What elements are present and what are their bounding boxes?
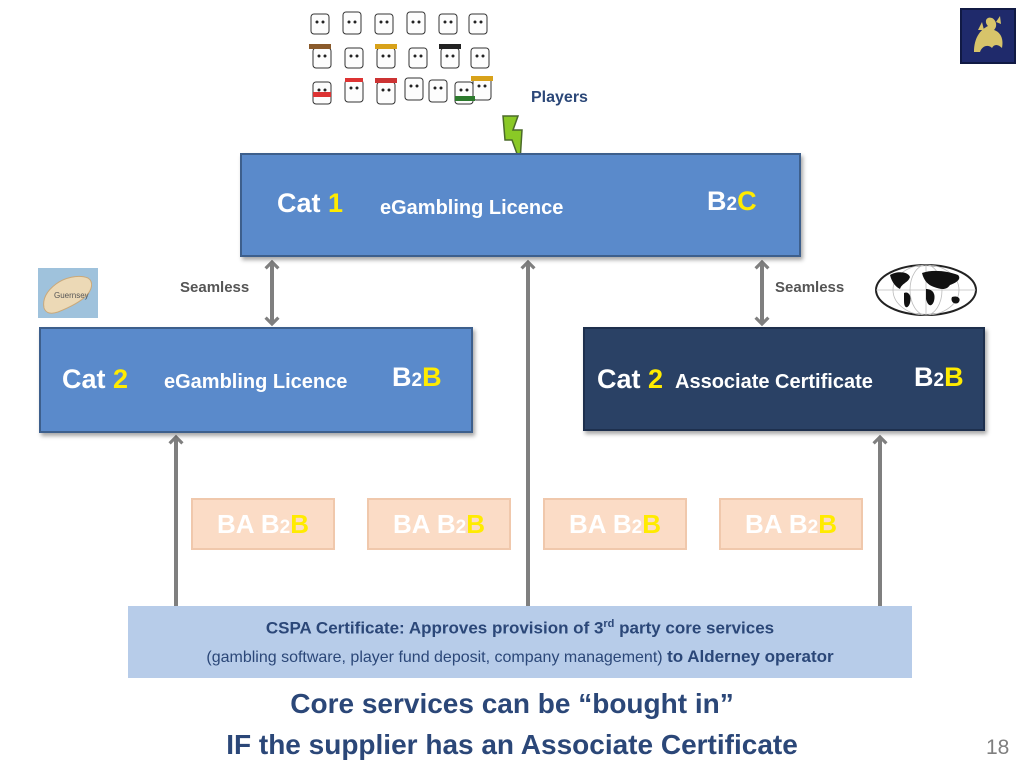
guernsey-map-image: Guernsey (38, 268, 98, 318)
cspa-line2: (gambling software, player fund deposit,… (206, 647, 834, 666)
cspa-line1: CSPA Certificate: Approves provision of … (265, 618, 775, 638)
ba-b2b-box-2: BA B2B (367, 498, 511, 550)
world-map-image (875, 264, 977, 316)
seamless-left-label: Seamless (180, 279, 250, 296)
associate-b2b-label: B2B (914, 362, 964, 392)
associate-certificate-label: Associate Certificate (675, 371, 873, 393)
seamless-right-label: Seamless (775, 279, 845, 296)
ba-b2b-box-1: BA B2B (191, 498, 335, 550)
cat1-licence-label: eGambling Licence (380, 197, 564, 219)
guernsey-map-label: Guernsey (54, 291, 89, 300)
cat2-licence-label: eGambling Licence (164, 371, 348, 393)
page-number: 18 (986, 736, 1010, 759)
players-faces-image (309, 11, 493, 105)
cat2-b2b-label: B2B (392, 362, 442, 392)
footer-line-1: Core services can be “bought in” (290, 688, 734, 719)
lightning-icon (502, 115, 523, 163)
cat1-b2c-label: B2C (707, 186, 757, 216)
ba-b2b-box-4: BA B2B (719, 498, 863, 550)
footer-line-2: IF the supplier has an Associate Certifi… (226, 729, 798, 760)
ba-b2b-box-3: BA B2B (543, 498, 687, 550)
cat1-title: Cat 1 (277, 188, 344, 218)
cat2-licence-box: Cat 2 eGambling Licence B2B (39, 327, 473, 433)
associate-title: Cat 2 (597, 364, 664, 394)
cat2-title: Cat 2 (62, 364, 129, 394)
cspa-certificate-box: CSPA Certificate: Approves provision of … (128, 606, 912, 678)
cat1-licence-box: Cat 1 eGambling Licence B2C (240, 153, 801, 257)
alderney-crest-logo (960, 8, 1016, 64)
cat2-associate-certificate-box: Cat 2 Associate Certificate B2B (583, 327, 985, 431)
players-label: Players (531, 89, 588, 106)
